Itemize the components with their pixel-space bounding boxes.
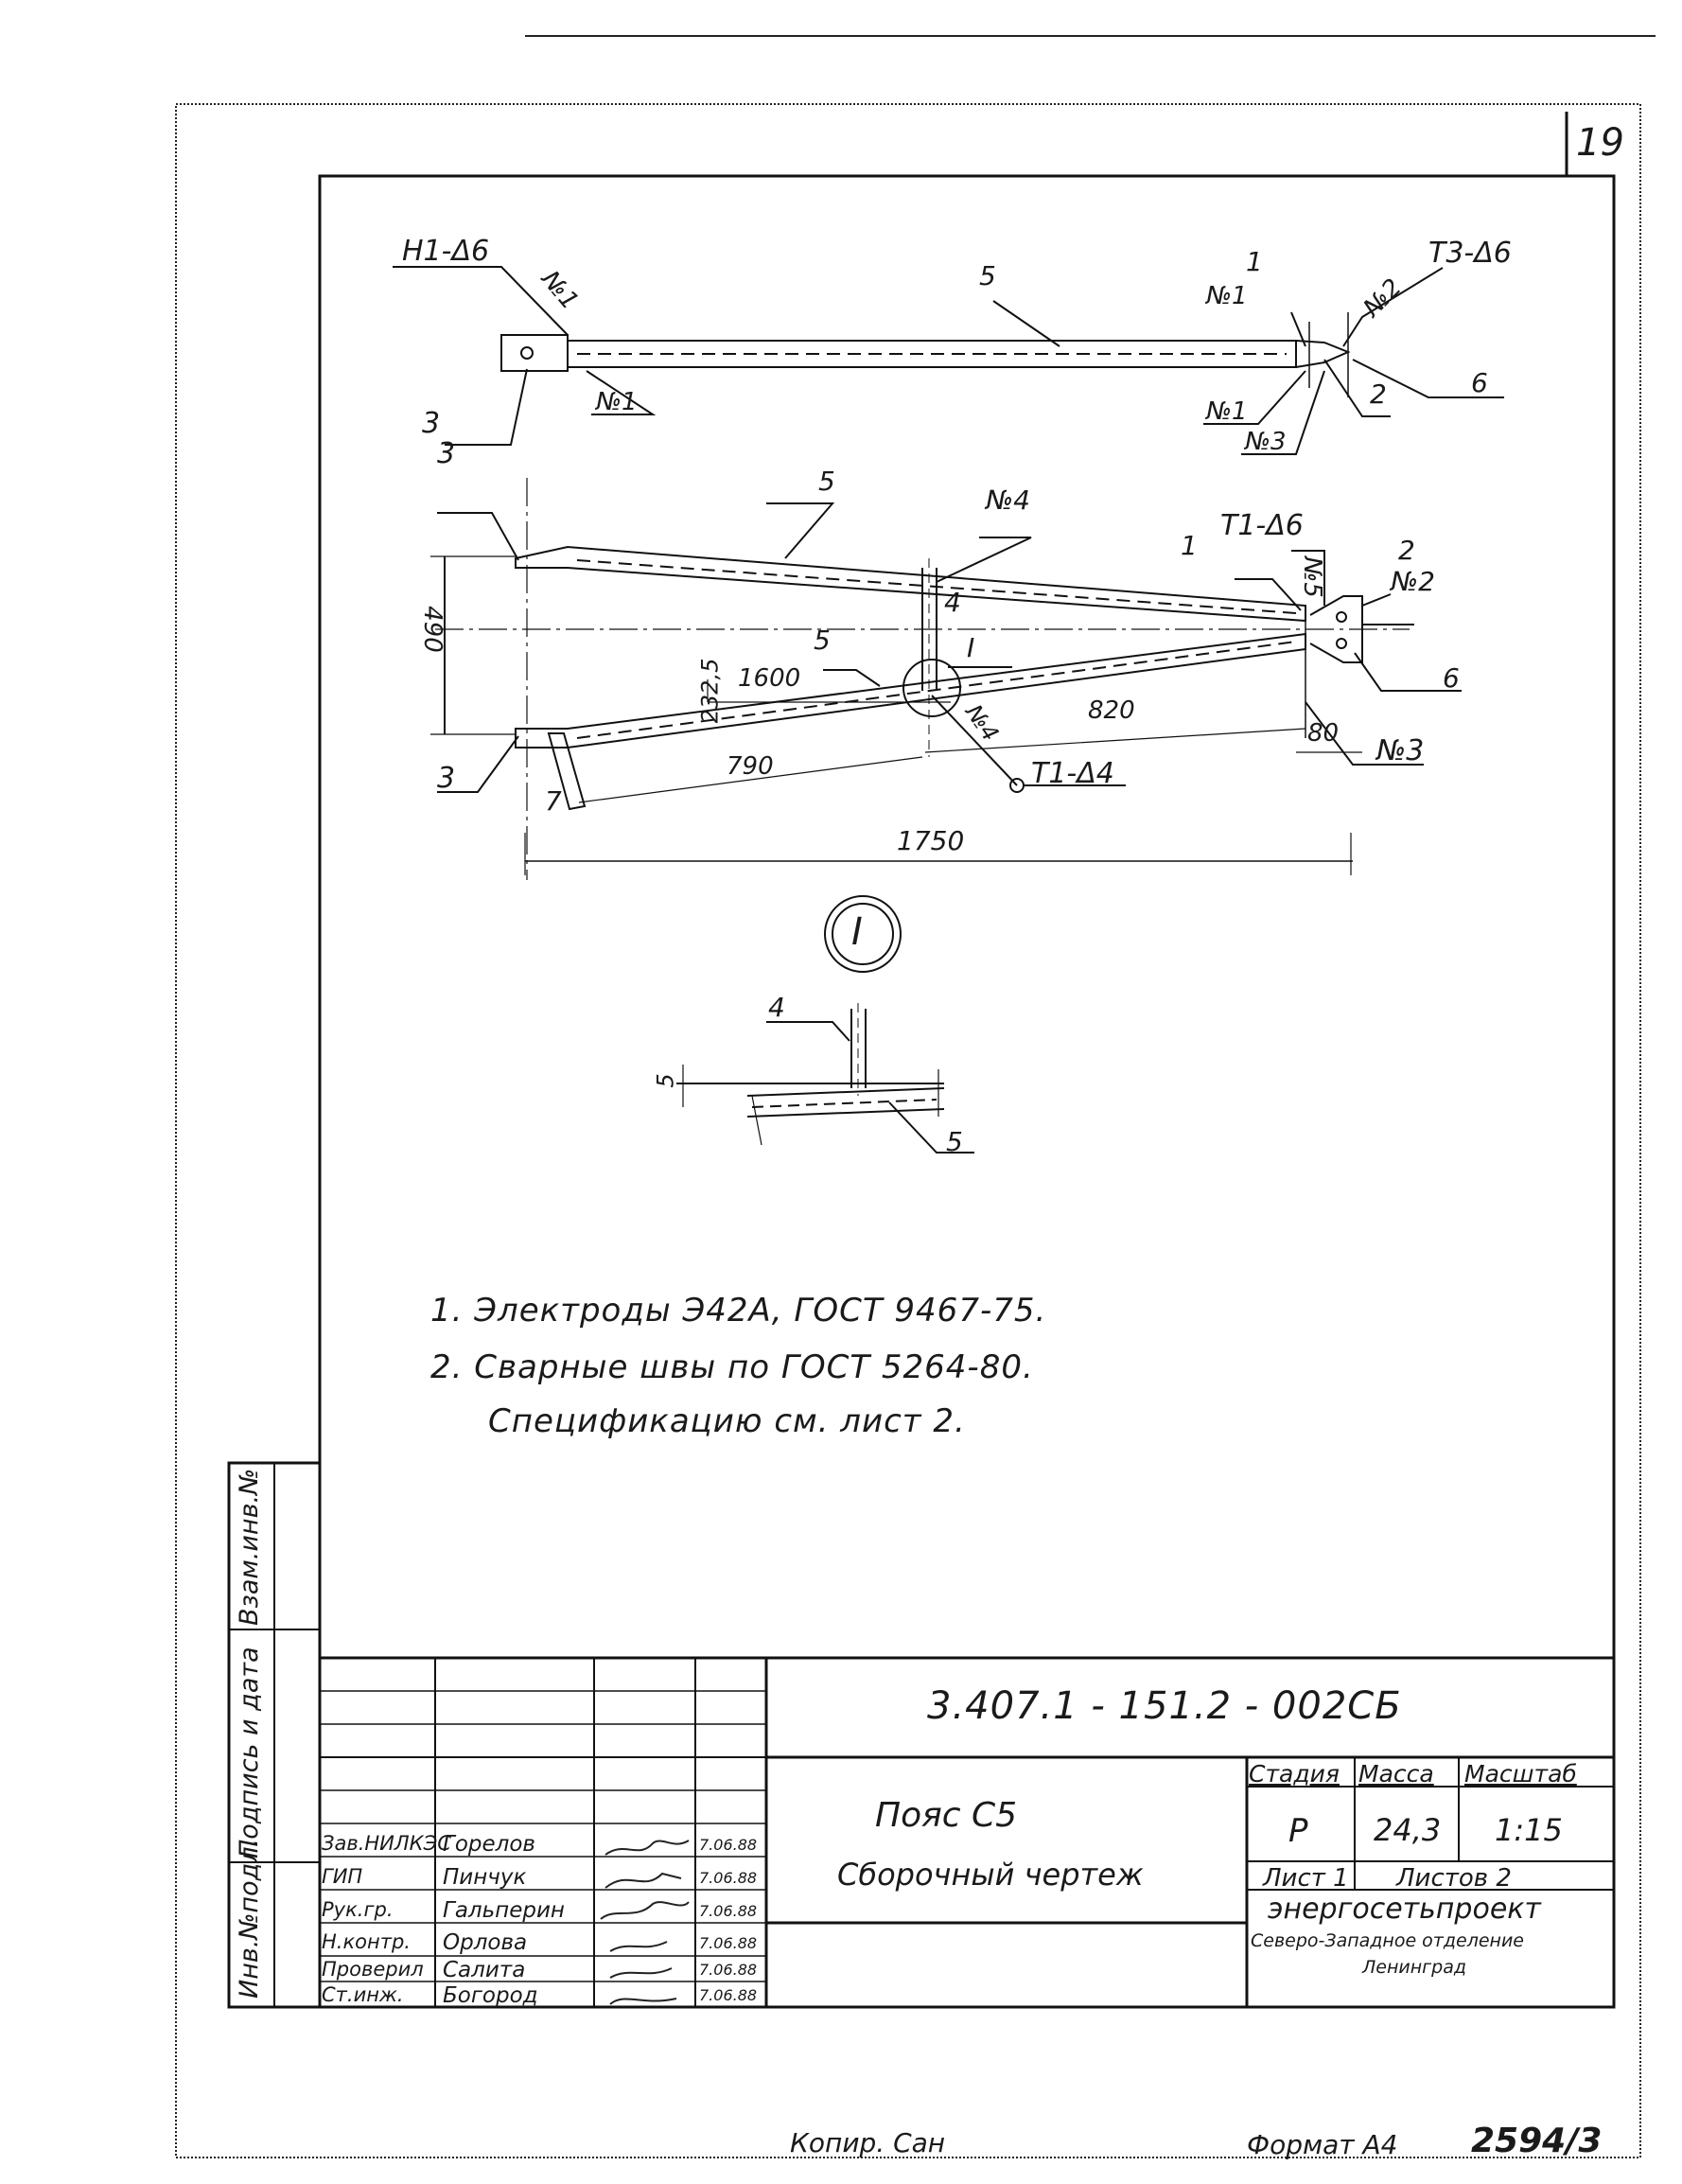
sheet-label: Лист 1 bbox=[1263, 1864, 1349, 1893]
part-3-top: 3 bbox=[422, 407, 441, 440]
weld-mark-n5: №5 bbox=[1297, 556, 1326, 598]
doc-code: 3.407.1 - 151.2 - 002СБ bbox=[927, 1684, 1402, 1728]
sig-date-3: 7.06.88 bbox=[699, 1902, 758, 1920]
dim-232-5: 232,5 bbox=[696, 658, 724, 724]
org-branch: Северо-Западное отделение bbox=[1251, 1930, 1524, 1951]
item-subtitle: Сборочный чертеж bbox=[837, 1857, 1144, 1893]
sig-date-2: 7.06.88 bbox=[699, 1869, 758, 1887]
note-welds: 2. Сварные швы по ГОСТ 5264-80. bbox=[430, 1348, 1034, 1386]
weld-mark-n2-mid: №2 bbox=[1391, 566, 1435, 597]
note-electrodes: 1. Электроды Э42А, ГОСТ 9467-75. bbox=[430, 1292, 1047, 1330]
note-spec: Спецификацию см. лист 2. bbox=[488, 1402, 966, 1440]
part-5-top: 5 bbox=[979, 260, 996, 291]
sig-role-3: Рук.гр. bbox=[322, 1898, 394, 1921]
weld-label-t3-d6: Т3-Δ6 bbox=[1428, 237, 1512, 270]
sig-date-6: 7.06.88 bbox=[699, 1986, 758, 2004]
detail-view bbox=[676, 895, 974, 1154]
top-view bbox=[393, 266, 1504, 455]
inner-frame bbox=[318, 174, 1616, 2009]
mass-value: 24,3 bbox=[1374, 1812, 1442, 1848]
weld-label-t1-d4: Т1-Δ4 bbox=[1031, 757, 1114, 790]
sig-name-4: Орлова bbox=[443, 1930, 528, 1955]
sig-role-6: Ст.инж. bbox=[322, 1983, 404, 2006]
sheet-number: 19 bbox=[1576, 121, 1624, 165]
sig-role-5: Проверил bbox=[322, 1958, 424, 1981]
archive-number: 2594/3 bbox=[1471, 2122, 1603, 2160]
sheets-label: Листов 2 bbox=[1396, 1864, 1512, 1893]
part-2-mid: 2 bbox=[1398, 535, 1415, 566]
part-6-mid: 6 bbox=[1443, 662, 1460, 694]
outer-frame bbox=[175, 103, 1641, 2158]
org-name: энергосетьпроект bbox=[1268, 1893, 1541, 1926]
sig-name-5: Салита bbox=[443, 1958, 526, 1982]
weld-mark-n1-d: №1 bbox=[1206, 397, 1248, 426]
part-3-mid: 3 bbox=[437, 437, 456, 470]
dim-80: 80 bbox=[1307, 719, 1340, 748]
copied-by: Копир. Сан bbox=[790, 2127, 946, 2158]
item-name: Пояс С5 bbox=[875, 1796, 1018, 1835]
part-5-low: 5 bbox=[814, 625, 831, 656]
part-5-mid: 5 bbox=[818, 466, 835, 497]
part-2-top: 2 bbox=[1370, 379, 1387, 410]
signature-scribbles bbox=[600, 1840, 690, 2005]
weld-mark-n1-b: №1 bbox=[596, 388, 638, 416]
side-view bbox=[430, 478, 1462, 880]
dim-820: 820 bbox=[1088, 696, 1135, 725]
mass-label: Масса bbox=[1358, 1760, 1434, 1788]
dim-790: 790 bbox=[727, 752, 774, 781]
sig-role-4: Н.контр. bbox=[322, 1930, 411, 1953]
detail-part-5: 5 bbox=[946, 1126, 963, 1157]
part-7-low: 7 bbox=[545, 785, 562, 817]
sig-role-2: ГИП bbox=[322, 1865, 363, 1888]
sig-name-3: Гальперин bbox=[443, 1898, 565, 1923]
detail-part-4: 4 bbox=[768, 992, 785, 1023]
sig-name-2: Пинчук bbox=[443, 1865, 527, 1890]
detail-gap-5: 5 bbox=[652, 1073, 679, 1088]
side-sign-date: Подпись и дата bbox=[235, 1647, 264, 1858]
sig-date-4: 7.06.88 bbox=[699, 1934, 758, 1952]
weld-label-t1-d6: Т1-Δ6 bbox=[1220, 509, 1304, 542]
scale-label: Масштаб bbox=[1464, 1760, 1577, 1788]
part-4-mid: 4 bbox=[944, 587, 961, 618]
side-inv-orig: Инв.№подл. bbox=[235, 1838, 264, 1999]
title-block-grid bbox=[227, 1461, 1614, 2009]
part-3-low: 3 bbox=[437, 762, 456, 795]
side-inv-repl: Взам.инв.№ bbox=[235, 1468, 264, 1626]
paper-format: Формат А4 bbox=[1247, 2129, 1398, 2160]
sig-name-1: Горелов bbox=[443, 1832, 535, 1857]
part-1-mid: 1 bbox=[1181, 530, 1198, 561]
stage-label: Стадия bbox=[1249, 1760, 1340, 1788]
weld-mark-n3-mid: №3 bbox=[1376, 734, 1425, 767]
dim-1750: 1750 bbox=[897, 825, 965, 856]
sig-name-6: Богород bbox=[443, 1983, 538, 2008]
org-city: Ленинград bbox=[1362, 1957, 1466, 1978]
weld-mark-n1-c: №1 bbox=[1206, 282, 1248, 310]
sig-date-1: 7.06.88 bbox=[699, 1836, 758, 1854]
part-1-top: 1 bbox=[1246, 246, 1263, 277]
dim-490: 490 bbox=[417, 606, 447, 653]
sig-date-5: 7.06.88 bbox=[699, 1961, 758, 1979]
weld-mark-n4: №4 bbox=[986, 484, 1030, 516]
sig-role-1: Зав.НИЛКЭС bbox=[322, 1832, 451, 1855]
weld-mark-n3: №3 bbox=[1245, 428, 1287, 456]
scale-value: 1:15 bbox=[1495, 1812, 1563, 1848]
detail-mark-i: I bbox=[851, 910, 863, 954]
dim-1600: 1600 bbox=[738, 664, 801, 693]
part-6-top: 6 bbox=[1471, 367, 1488, 398]
detail-mark-i-small: I bbox=[967, 632, 975, 663]
weld-label-n1-d6: Н1-Δ6 bbox=[402, 235, 490, 268]
stage-value: Р bbox=[1288, 1812, 1308, 1850]
